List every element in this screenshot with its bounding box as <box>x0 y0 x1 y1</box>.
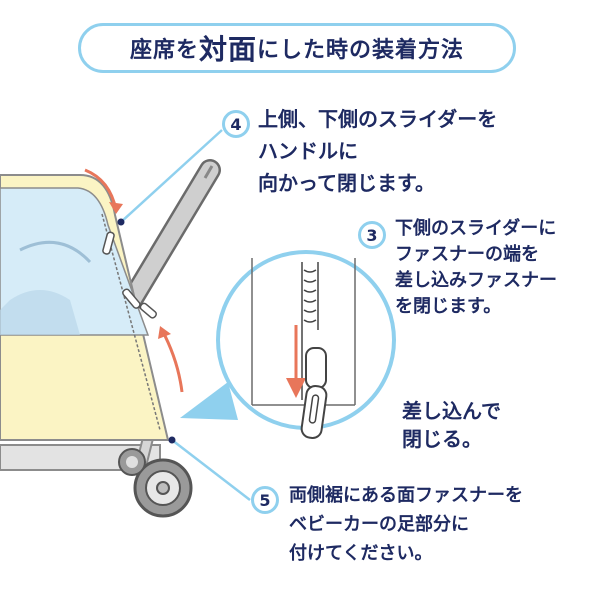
zoom-caption-line-1: 差し込んで <box>402 399 501 423</box>
title-prefix: 座席を <box>129 38 199 63</box>
zoom-caption-line-2: 閉じる。 <box>402 427 482 451</box>
step-5-number: 5 <box>251 486 279 514</box>
close-direction-arrows <box>84 168 184 393</box>
step-3-line-3: 差し込みファスナー <box>395 270 557 291</box>
stroller-handle <box>109 159 221 331</box>
step-5-line-1: 両側裾にある面ファスナーを <box>289 485 523 506</box>
step-3-number: 3 <box>358 221 386 249</box>
step-5-line-2: ベビーカーの足部分に <box>289 514 469 535</box>
step-3-line-4: を閉じます。 <box>395 296 502 317</box>
step-4-line-3: 向かって閉じます。 <box>258 171 435 195</box>
step-5-line-3: 付けてください。 <box>289 543 433 564</box>
step-4-line-2: ハンドルに <box>258 139 358 163</box>
title-suffix: にした時の装着方法 <box>257 38 465 63</box>
title-emphasis: 対面 <box>198 33 257 66</box>
page-title: 座席を 対面 にした時の装着方法 <box>78 23 516 73</box>
step-3-line-2: ファスナーの端を <box>395 244 539 265</box>
rain-cover <box>0 174 170 441</box>
step-4-line-1: 上側、下側のスライダーを <box>258 107 498 131</box>
leader-lines <box>117 129 251 501</box>
stroller-wheels <box>118 448 193 518</box>
zoom-circle <box>216 250 396 439</box>
cover-zipper-pulls <box>102 231 157 319</box>
step-4-number: 4 <box>222 110 250 138</box>
zoom-pointer <box>180 382 238 420</box>
step-3-line-1: 下側のスライダーに <box>395 218 557 239</box>
